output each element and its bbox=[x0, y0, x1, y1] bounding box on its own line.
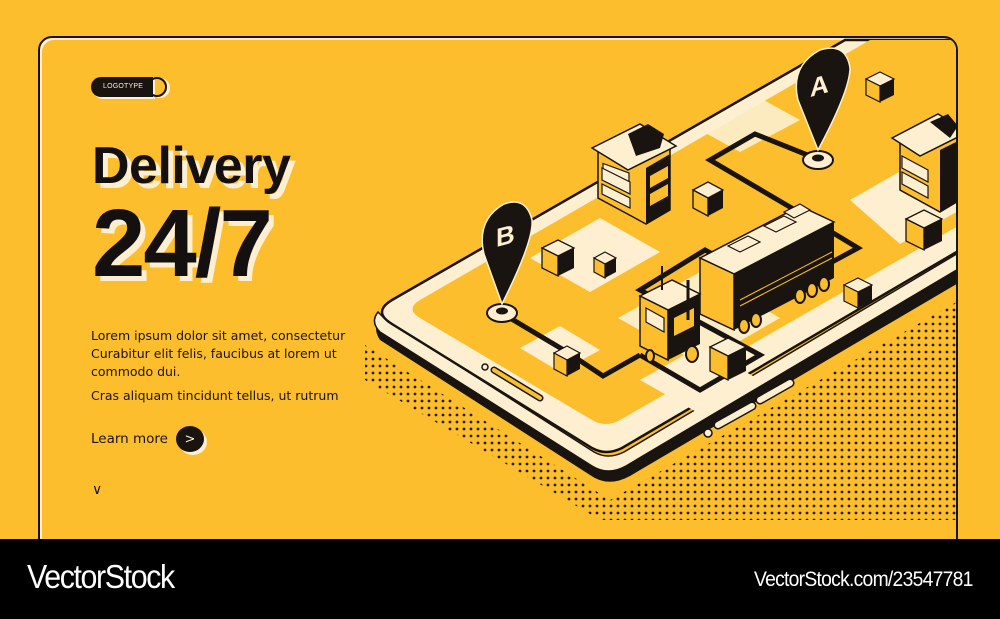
watermark-stock-id: VectorStock.com/23547781 bbox=[754, 568, 973, 591]
learn-more-button[interactable]: Learn more > bbox=[91, 426, 204, 452]
watermark-brand: VectorStock bbox=[27, 558, 175, 595]
logotype-label: LOGOTYPE bbox=[91, 77, 154, 97]
delivery-illustration: B A bbox=[365, 38, 956, 520]
logotype[interactable]: LOGOTYPE bbox=[91, 77, 168, 97]
building-icon bbox=[890, 113, 956, 213]
pin-b-marker: B bbox=[481, 201, 533, 323]
hero-paragraph-2: Cras aliquam tincidunt tellus, ut rutrum bbox=[91, 388, 339, 403]
phone-speaker bbox=[481, 363, 544, 402]
hero-title-line2: 24/7 bbox=[92, 190, 273, 297]
pin-a-marker: A bbox=[795, 47, 851, 170]
hero-description: Lorem ipsum dolor sit amet, consectetur … bbox=[91, 327, 361, 411]
hero-paragraph-1: Lorem ipsum dolor sit amet, consectetur … bbox=[91, 328, 346, 379]
pin-b-label: B bbox=[496, 218, 515, 253]
parcel-boxes bbox=[540, 71, 944, 382]
pin-a-label: A bbox=[810, 68, 829, 103]
hero-title-line1: Delivery bbox=[92, 137, 291, 195]
hero-headline: Delivery 24/7 bbox=[92, 136, 291, 297]
browser-frame bbox=[38, 36, 958, 539]
phone-side-buttons bbox=[703, 378, 795, 438]
learn-more-label: Learn more bbox=[91, 431, 168, 447]
halftone-shadow bbox=[365, 300, 956, 520]
chevron-down-icon[interactable]: ∨ bbox=[92, 482, 103, 498]
landing-page: B A LOGOTYPE Delivery 24/7 Lorem ipsum d… bbox=[38, 36, 958, 539]
chevron-right-icon[interactable]: > bbox=[176, 426, 204, 452]
truck-icon bbox=[638, 203, 836, 363]
logotype-circle-icon bbox=[147, 77, 168, 97]
building-icon bbox=[590, 123, 678, 225]
watermark-bar: VectorStock VectorStock.com/23547781 bbox=[0, 539, 1000, 619]
